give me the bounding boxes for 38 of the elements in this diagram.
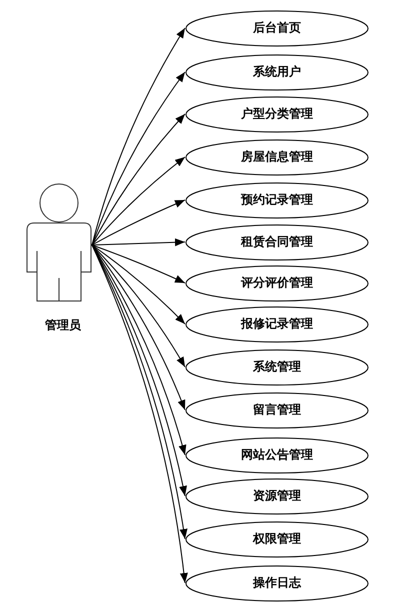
use-case-label: 报修记录管理 — [241, 316, 313, 332]
arrow — [92, 28, 186, 246]
actor-label: 管理员 — [45, 317, 81, 334]
use-case-label: 系统用户 — [253, 64, 301, 80]
use-case-ellipse — [185, 306, 369, 342]
use-case-label: 房屋信息管理 — [241, 148, 313, 166]
arrow — [92, 244, 187, 496]
arrow — [92, 156, 186, 246]
arrow — [92, 114, 186, 246]
use-case-ellipse — [185, 224, 369, 260]
use-case-ellipse — [185, 54, 369, 90]
use-case-ellipse — [185, 348, 369, 386]
use-case-ellipse — [185, 436, 369, 474]
use-case-label: 操作日志 — [253, 574, 301, 592]
arrow — [92, 200, 186, 246]
use-case-label: 系统管理 — [253, 358, 301, 376]
use-case-ellipse — [185, 264, 369, 302]
arrow — [92, 244, 186, 284]
use-case-label: 租赁合同管理 — [241, 234, 313, 250]
use-case-ellipse — [185, 96, 369, 132]
use-case-label: 评分评价管理 — [241, 274, 313, 292]
use-case-ellipse — [185, 10, 369, 46]
use-case-ellipse — [185, 138, 369, 176]
use-case-ellipse — [185, 392, 369, 428]
arrow — [92, 244, 186, 324]
use-case-label: 户型分类管理 — [241, 106, 313, 122]
use-case-ellipse — [185, 478, 369, 514]
use-case-label: 预约记录管理 — [241, 192, 313, 208]
use-case-label: 后台首页 — [253, 20, 301, 36]
use-case-label: 网站公告管理 — [241, 446, 313, 464]
use-case-label: 资源管理 — [253, 488, 301, 504]
use-case-label: 权限管理 — [253, 530, 301, 548]
arrow — [92, 238, 186, 246]
use-case-ellipse — [185, 564, 369, 602]
arrow — [92, 244, 186, 368]
use-case-ellipse — [185, 182, 369, 218]
use-case-label: 留言管理 — [253, 402, 301, 418]
use-case-ellipse — [185, 520, 369, 558]
